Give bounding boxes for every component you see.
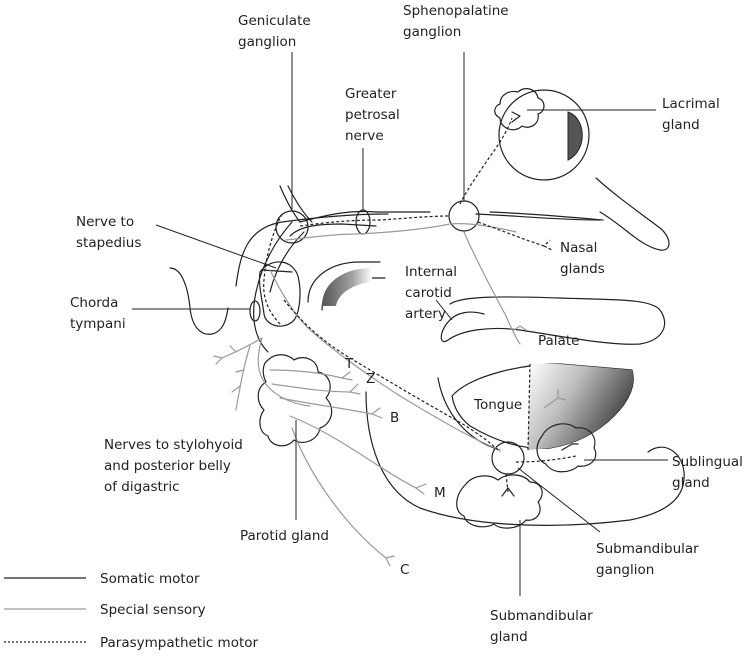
facial-branch-t (270, 370, 352, 380)
label-branch-b: B (390, 410, 399, 426)
label-submandibular-gland: Submandibular gland (490, 608, 593, 645)
sublingual-line-1: Sublingual (672, 454, 743, 470)
stylohyoid-line-2: and posterior belly (104, 458, 231, 474)
legend-parasympathetic-motor-label: Parasympathetic motor (100, 635, 259, 651)
motor-nerve-main (254, 186, 300, 352)
lacrimal-gland-detail (512, 112, 520, 122)
submand-ganglion-line-2: ganglion (596, 562, 654, 578)
lacrimal-line-2: gland (662, 117, 700, 133)
label-lacrimal-gland: Lacrimal gland (662, 96, 720, 133)
legend-special-sensory: Special sensory (4, 602, 206, 618)
sphenopalatine-ganglion (449, 201, 479, 231)
stapedius-line-2: stapedius (76, 235, 141, 251)
mandible-inner (438, 378, 500, 450)
sensory-main (286, 224, 516, 240)
legend-parasympathetic-motor: Parasympathetic motor (4, 635, 259, 651)
sensory-chorda (270, 270, 500, 450)
label-sublingual-gland: Sublingual gland (672, 454, 743, 491)
sphenopalatine-line-1: Sphenopalatine (403, 3, 509, 19)
stylohyoid-line-1: Nerves to stylohyoid (104, 437, 243, 453)
label-geniculate-ganglion: Geniculate ganglion (238, 13, 311, 50)
submand-ganglion-line-1: Submandibular (596, 541, 699, 557)
label-nerve-to-stapedius: Nerve to stapedius (76, 214, 141, 251)
greater-line-1: Greater (345, 86, 397, 102)
stapedius-line-1: Nerve to (76, 214, 134, 230)
label-branch-z: Z (366, 371, 375, 387)
sublingual-line-2: gland (672, 475, 710, 491)
internal-line-2: carotid (405, 285, 452, 301)
nasal-line-1: Nasal (560, 240, 597, 256)
legend-special-sensory-label: Special sensory (100, 602, 206, 618)
label-submandibular-ganglion: Submandibular ganglion (596, 541, 699, 578)
internal-line-1: Internal (405, 264, 457, 280)
facial-branch-m (290, 416, 426, 494)
internal-line-3: artery (405, 306, 446, 322)
lacrimal-gland (495, 89, 544, 130)
chorda-line-2: tympani (70, 316, 126, 332)
mandible-outline (366, 392, 684, 525)
label-branch-t: T (344, 356, 354, 372)
label-parotid-gland: Parotid gland (240, 528, 329, 544)
parasymp-nasal (478, 222, 552, 250)
label-tongue: Tongue (473, 397, 522, 413)
greater-line-2: petrosal (345, 107, 400, 123)
ear-outline (170, 268, 228, 334)
label-greater-petrosal-nerve: Greater petrosal nerve (345, 86, 400, 144)
sensory-palate (464, 232, 526, 344)
label-palate: Palate (538, 333, 579, 349)
leader-submandibular-ganglion (518, 468, 600, 532)
tongue-shading (528, 364, 633, 450)
facial-branch-z (272, 384, 360, 394)
geniculate-line-1: Geniculate (238, 13, 311, 29)
facial-branch-c (292, 428, 394, 566)
stylohyoid-branch-upper (214, 356, 222, 364)
greater-line-3: nerve (345, 128, 384, 144)
label-sphenopalatine-ganglion: Sphenopalatine ganglion (403, 3, 509, 40)
sphenopalatine-line-2: ganglion (403, 24, 461, 40)
internal-carotid-shading (322, 268, 372, 306)
geniculate-line-2: ganglion (238, 34, 296, 50)
legend-somatic-motor-label: Somatic motor (100, 571, 200, 587)
submand-gland-line-2: gland (490, 629, 528, 645)
label-internal-carotid-artery: Internal carotid artery (405, 264, 457, 322)
greater-petrosal-marker (356, 210, 370, 234)
chorda-line-1: Chorda (70, 295, 118, 311)
label-chorda-tympani: Chorda tympani (70, 295, 126, 332)
maxilla-line (596, 178, 669, 250)
parasymp-lacrimal (460, 118, 512, 204)
submand-gland-line-1: Submandibular (490, 608, 593, 624)
stylohyoid-line-3: of digastric (104, 479, 180, 495)
label-stylohyoid-nerves: Nerves to stylohyoid and posterior belly… (104, 437, 243, 495)
legend: Somatic motor Special sensory Parasympat… (4, 571, 259, 651)
chorda-tympani-marker (250, 301, 260, 321)
stylohyoid-branches (222, 338, 262, 410)
label-nasal-glands: Nasal glands (560, 240, 605, 277)
eye-cornea (568, 112, 582, 160)
label-branch-m: M (434, 485, 446, 501)
lacrimal-line-1: Lacrimal (662, 96, 720, 112)
label-branch-c: C (400, 562, 409, 578)
nasal-line-2: glands (560, 261, 605, 277)
parasymp-chorda (284, 300, 500, 452)
legend-somatic-motor: Somatic motor (4, 571, 200, 587)
